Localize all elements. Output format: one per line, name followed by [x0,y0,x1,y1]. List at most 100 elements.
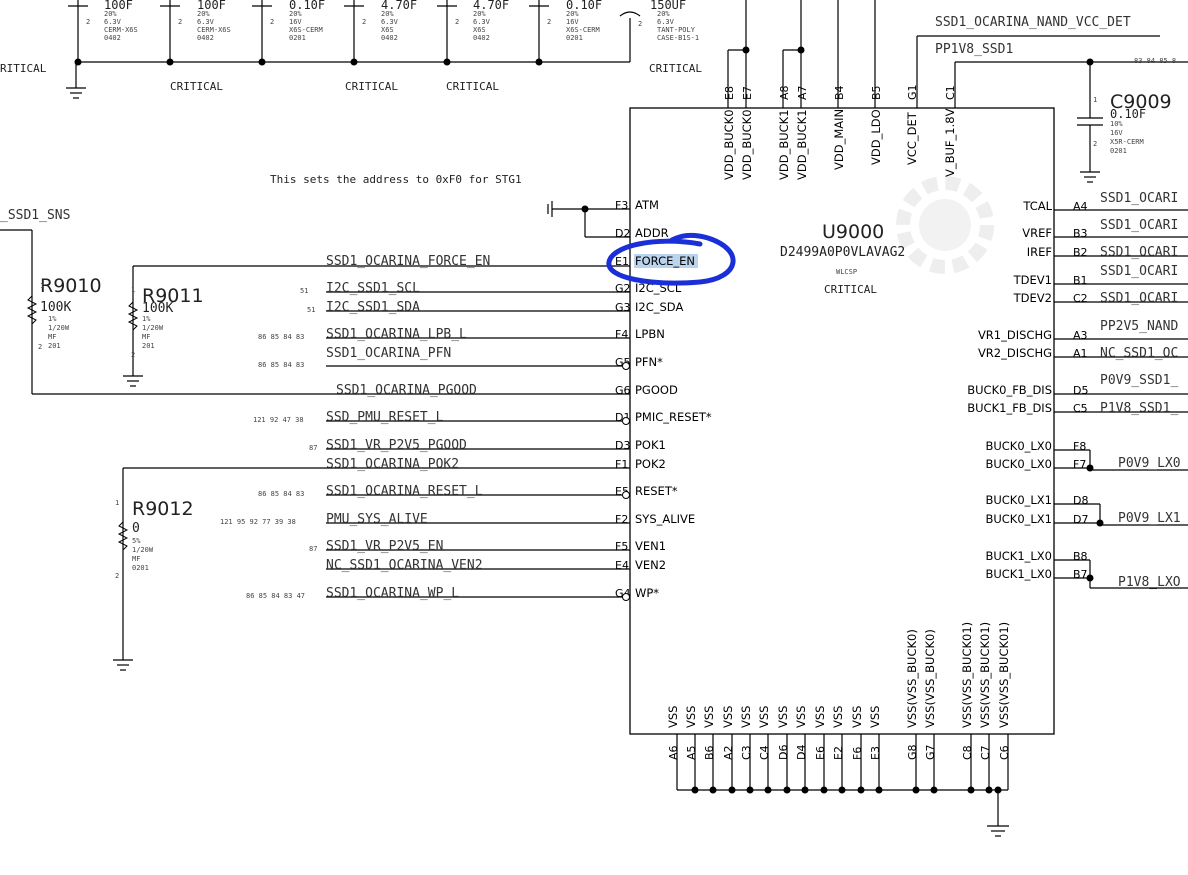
net-label-force-en: SSD1_OCARINA_FORCE_EN [326,254,490,269]
net-label-sns: _SSD1_SNS [0,208,70,223]
svg-text:X5R-CERM: X5R-CERM [1110,138,1144,146]
svg-text:I2C_SDA: I2C_SDA [635,300,683,314]
svg-text:MF: MF [48,333,56,341]
svg-text:51: 51 [300,287,308,295]
svg-text:2: 2 [362,18,366,26]
svg-text:VSS: VSS [813,706,827,728]
svg-text:F7: F7 [1073,458,1086,471]
svg-text:E6: E6 [814,746,827,760]
pin-force-en-highlighted: FORCE_EN [635,254,695,268]
svg-text:VDD_LDO: VDD_LDO [869,109,883,165]
svg-text:1/20W: 1/20W [132,546,154,554]
svg-text:A8: A8 [778,85,791,100]
svg-text:E3: E3 [869,746,882,760]
svg-text:F5: F5 [615,540,628,553]
svg-text:E4: E4 [615,559,629,572]
critical-label: CRITICAL [824,283,877,296]
svg-text:BUCK0_LX1: BUCK0_LX1 [985,493,1052,507]
svg-text:10%: 10% [1110,120,1123,128]
svg-text:TDEV2: TDEV2 [1013,291,1052,305]
net-label-right: SSD1_OCARI [1100,245,1178,260]
svg-text:B2: B2 [1073,246,1088,259]
svg-text:86 85 84 83 47: 86 85 84 83 47 [246,592,305,600]
svg-text:PGOOD: PGOOD [635,383,678,397]
svg-text:A4: A4 [1073,200,1088,213]
svg-text:0201: 0201 [289,34,306,42]
svg-text:86 85 84 83: 86 85 84 83 [258,361,304,369]
resistor-r9010: R9010 100K 1 2 1% 1/20W MF 201 [26,275,102,351]
svg-text:R9011: R9011 [142,285,204,307]
svg-text:51: 51 [307,306,315,314]
svg-text:D2: D2 [615,227,630,240]
svg-text:G3: G3 [615,301,631,314]
svg-text:G2: G2 [615,282,631,295]
svg-text:VDD_BUCK1: VDD_BUCK1 [777,109,791,180]
net-label-reset: SSD1_OCARINA_RESET_L [326,484,483,499]
net-label-pfn: SSD1_OCARINA_PFN [326,346,451,361]
svg-text:2: 2 [38,343,42,351]
cap-3: 0.10F 2 20% 16V X6S-CERM 0201 [252,0,325,62]
svg-text:87: 87 [309,444,317,452]
critical-label: CRITICAL [170,80,223,93]
svg-text:1%: 1% [48,315,57,323]
net-label-wp: SSD1_OCARINA_WP_L [326,586,459,601]
svg-text:D7: D7 [1073,513,1088,526]
svg-text:D8: D8 [1073,494,1088,507]
right-side-wiring: SSD1_OCARI SSD1_OCARI SSD1_OCARI SSD1_OC… [1054,191,1188,590]
svg-text:BUCK0_FB_DIS: BUCK0_FB_DIS [967,383,1052,397]
svg-text:2: 2 [455,18,459,26]
address-note: This sets the address to 0xF0 for STG1 [270,173,522,186]
net-label-vr-en: SSD1_VR_P2V5_EN [326,539,443,554]
svg-text:ATM: ATM [635,198,659,212]
svg-text:F3: F3 [615,199,628,212]
svg-text:B7: B7 [1073,568,1088,581]
svg-text:C1: C1 [944,85,957,100]
svg-text:201: 201 [48,342,61,350]
svg-text:VSS: VSS [776,706,790,728]
svg-text:0201: 0201 [132,564,149,572]
svg-text:6.3V: 6.3V [473,18,491,26]
svg-text:BUCK1_FB_DIS: BUCK1_FB_DIS [967,401,1052,415]
svg-text:20%: 20% [104,10,117,18]
net-label-right: P0V9_LX1 [1118,511,1181,526]
svg-text:PFN*: PFN* [635,355,663,369]
cap-5: 4.70F 2 20% 6.3V X6S 0402 [437,0,509,62]
svg-text:BUCK1_LX0: BUCK1_LX0 [985,549,1052,563]
svg-text:20%: 20% [657,10,670,18]
capacitor-c9009: C9009 0.10F 1 2 10% 16V X5R-CERM 0201 [1077,62,1172,183]
ground-symbol [66,62,86,99]
ic-u9000: U9000 D2499A0P0VLAVAG2 WLCSP CRITICAL VD… [615,84,1088,760]
svg-text:2: 2 [115,572,119,580]
net-label-pmu-reset: SSD_PMU_RESET_L [326,410,444,425]
svg-text:1: 1 [40,282,44,290]
svg-text:VSS(VSS_BUCK01): VSS(VSS_BUCK01) [978,622,992,728]
svg-text:G7: G7 [924,744,937,760]
svg-text:2: 2 [638,20,642,28]
svg-text:X6S-CERM: X6S-CERM [566,26,600,34]
net-label-ven2: NC_SSD1_OCARINA_VEN2 [326,558,483,573]
net-label-right: SSD1_OCARI [1100,291,1178,306]
svg-text:VSS: VSS [739,706,753,728]
svg-text:4.70F: 4.70F [473,0,509,12]
svg-text:D3: D3 [615,439,630,452]
svg-text:VSS: VSS [757,706,771,728]
bottom-ground-bus [676,734,1009,837]
net-label-pp1v8-ssd1: PP1V8_SSD1 [935,42,1013,57]
cap-6: 0.10F 2 20% 16V X6S-CERM 0201 [529,0,602,62]
svg-text:E2: E2 [832,746,845,760]
top-capacitor-row: 100F 2 20% 6.3V CERM-X6S 0402 100F 2 20%… [0,0,702,99]
svg-text:150UF: 150UF [650,0,686,12]
net-label-sys-alive: PMU_SYS_ALIVE [326,512,428,527]
svg-text:VSS: VSS [684,706,698,728]
svg-text:LPBN: LPBN [635,327,665,341]
svg-text:BUCK1_LX0: BUCK1_LX0 [985,567,1052,581]
svg-text:CERM-X6S: CERM-X6S [104,26,138,34]
svg-text:VSS(VSS_BUCK0): VSS(VSS_BUCK0) [923,629,937,728]
svg-text:86 85 84 83: 86 85 84 83 [258,333,304,341]
svg-text:100K: 100K [142,301,173,316]
svg-text:6.3V: 6.3V [381,18,399,26]
